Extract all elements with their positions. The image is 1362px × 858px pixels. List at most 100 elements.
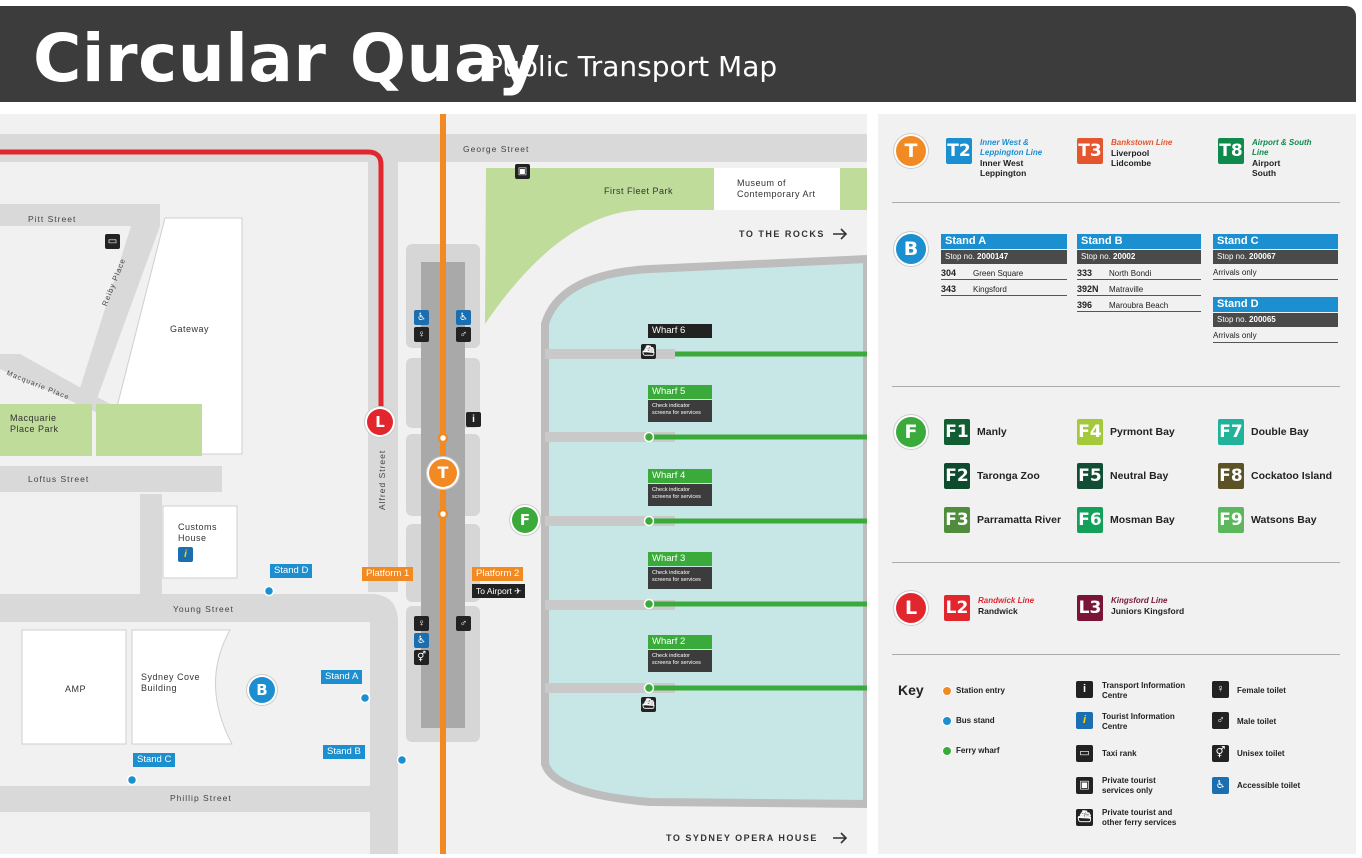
- platform-1-flag[interactable]: Platform 1: [362, 567, 414, 581]
- legend-ferry-badge: F: [896, 417, 926, 447]
- private-bus-icon: ▣: [1076, 777, 1093, 794]
- direction-to-opera-house[interactable]: TO SYDNEY OPERA HOUSE: [666, 833, 818, 843]
- macquarie-place-park-area: [0, 404, 92, 456]
- place-label-first-fleet-park: First Fleet Park: [604, 186, 674, 196]
- male-toilet-icon: ♂: [456, 616, 471, 631]
- wharf-3-note: Check indicator screens for services: [648, 567, 712, 589]
- stand-b-flag[interactable]: Stand B: [323, 745, 365, 759]
- male-toilet-icon: ♂: [456, 327, 471, 342]
- wharf-4-flag[interactable]: Wharf 4: [648, 469, 712, 483]
- key-label: Station entry: [956, 686, 1005, 695]
- tourist-info-icon: i: [1076, 712, 1093, 729]
- place-label-amp: AMP: [65, 684, 87, 694]
- stand-b-header: Stand B: [1077, 234, 1201, 249]
- bus-stand-dots: [126, 585, 408, 786]
- female-toilet-icon: ♀: [1212, 681, 1229, 698]
- line-dest-t2-2: Leppington: [980, 168, 1027, 178]
- park-area-2: [96, 404, 202, 456]
- unisex-toilet-icon: ⚥: [414, 650, 429, 665]
- legend-separator: [892, 386, 1340, 387]
- parks: [0, 168, 867, 456]
- ferry-name-f7: Double Bay: [1251, 426, 1309, 438]
- wharf-6-flag[interactable]: Wharf 6: [648, 324, 712, 338]
- blue-dot-icon: [942, 716, 952, 726]
- legend-panel: T T2 Inner West & Leppington Line Inner …: [878, 114, 1356, 854]
- place-label-macquarie-place-park: Macquarie Place Park: [10, 413, 59, 434]
- ferry-name-f9: Watsons Bay: [1251, 514, 1317, 526]
- platform-2-flag[interactable]: Platform 2: [472, 567, 524, 581]
- wharf-piers: [545, 349, 675, 693]
- line-dest-t3-1: Liverpool: [1111, 148, 1150, 158]
- info-icon: i: [1076, 681, 1093, 698]
- street-label-george: George Street: [463, 144, 530, 154]
- station-entries: [437, 432, 449, 520]
- sydney-cove-building: [131, 629, 233, 745]
- key-label: Tourist Information Centre: [1102, 712, 1175, 731]
- stand-d-flag[interactable]: Stand D: [270, 564, 313, 578]
- private-bus-icon: ▣: [515, 164, 530, 179]
- page-subtitle: Public Transport Map: [486, 50, 778, 83]
- ferry-code-f9: F9: [1218, 507, 1244, 533]
- line-name-t2: Inner West & Leppington Line: [980, 138, 1043, 157]
- key-label: Male toilet: [1237, 717, 1277, 726]
- key-label: Transport Information Centre: [1102, 681, 1186, 700]
- ferry-routes: [650, 351, 867, 691]
- ferry-code-f8: F8: [1218, 463, 1244, 489]
- stand-c-flag[interactable]: Stand C: [133, 753, 176, 767]
- legend-light-rail-badge: L: [896, 593, 926, 623]
- stand-d-stop: Stop no. 200065: [1213, 313, 1338, 327]
- line-code-l2: L2: [944, 595, 970, 621]
- map-panel[interactable]: George Street Pitt Street Reiby Place Ma…: [0, 114, 867, 854]
- wharf-2-flag[interactable]: Wharf 2: [648, 635, 712, 649]
- ferry-code-f1: F1: [944, 419, 970, 445]
- line-dest-t2-1: Inner West: [980, 158, 1024, 168]
- buildings: [21, 217, 243, 745]
- direction-to-the-rocks[interactable]: TO THE ROCKS: [739, 229, 825, 239]
- ferry-code-f5: F5: [1077, 463, 1103, 489]
- taxi-icon: ▭: [1076, 745, 1093, 762]
- stand-b-stop: Stop no. 20002: [1077, 250, 1201, 264]
- accessible-toilet-icon: ♿: [414, 633, 429, 648]
- to-airport-label: To Airport ✈: [472, 584, 526, 598]
- ferry-name-f5: Neutral Bay: [1110, 470, 1169, 482]
- stand-a-stop: Stop no. 2000147: [941, 250, 1067, 264]
- harbour-water: [541, 254, 867, 809]
- taxi-icon: ▭: [105, 234, 120, 249]
- header-bar: Circular Quay Public Transport Map: [0, 6, 1356, 102]
- accessible-toilet-icon: ♿: [1212, 777, 1229, 794]
- wharf-3-flag[interactable]: Wharf 3: [648, 552, 712, 566]
- line-name-l3: Kingsford Line: [1111, 596, 1168, 605]
- bus-badge: B: [249, 677, 275, 703]
- line-dest-t8-1: Airport: [1252, 158, 1281, 168]
- young-corner: [370, 594, 398, 854]
- private-ferry-icon: ⛴: [1076, 809, 1093, 826]
- place-label-sydney-cove-building: Sydney Cove Building: [141, 672, 201, 693]
- stand-c-route: Arrivals only: [1213, 266, 1338, 280]
- george-street-road: [0, 134, 867, 162]
- unisex-toilet-icon: ⚥: [1212, 745, 1229, 762]
- key-label: Ferry wharf: [956, 746, 1000, 755]
- ferry-name-f3: Parramatta River: [977, 514, 1062, 526]
- map-canvas: [0, 114, 867, 854]
- customs-house-building: [162, 505, 238, 579]
- plane-icon: ✈: [514, 586, 522, 596]
- stand-a-flag[interactable]: Stand A: [321, 670, 363, 684]
- male-toilet-icon: ♂: [1212, 712, 1229, 729]
- line-dest-t3-2: Lidcombe: [1111, 158, 1152, 168]
- key-label: Private tourist services only: [1102, 776, 1156, 795]
- line-dest-l3: Juniors Kingsford: [1111, 606, 1185, 616]
- place-label-gateway: Gateway: [170, 324, 210, 334]
- street-label-loftus: Loftus Street: [28, 474, 90, 484]
- stand-a-header: Stand A: [941, 234, 1067, 249]
- line-name-t3: Bankstown Line: [1111, 138, 1173, 147]
- ferry-name-f6: Mosman Bay: [1110, 514, 1175, 526]
- legend-separator: [892, 562, 1340, 563]
- wharf-2-note: Check indicator screens for services: [648, 650, 712, 672]
- street-label-pitt: Pitt Street: [28, 214, 77, 224]
- legend-train-badge: T: [896, 136, 926, 166]
- ferry-badge: F: [512, 507, 538, 533]
- line-dest-l2: Randwick: [978, 606, 1018, 616]
- wharf-5-flag[interactable]: Wharf 5: [648, 385, 712, 399]
- ferry-name-f8: Cockatoo Island: [1251, 470, 1333, 482]
